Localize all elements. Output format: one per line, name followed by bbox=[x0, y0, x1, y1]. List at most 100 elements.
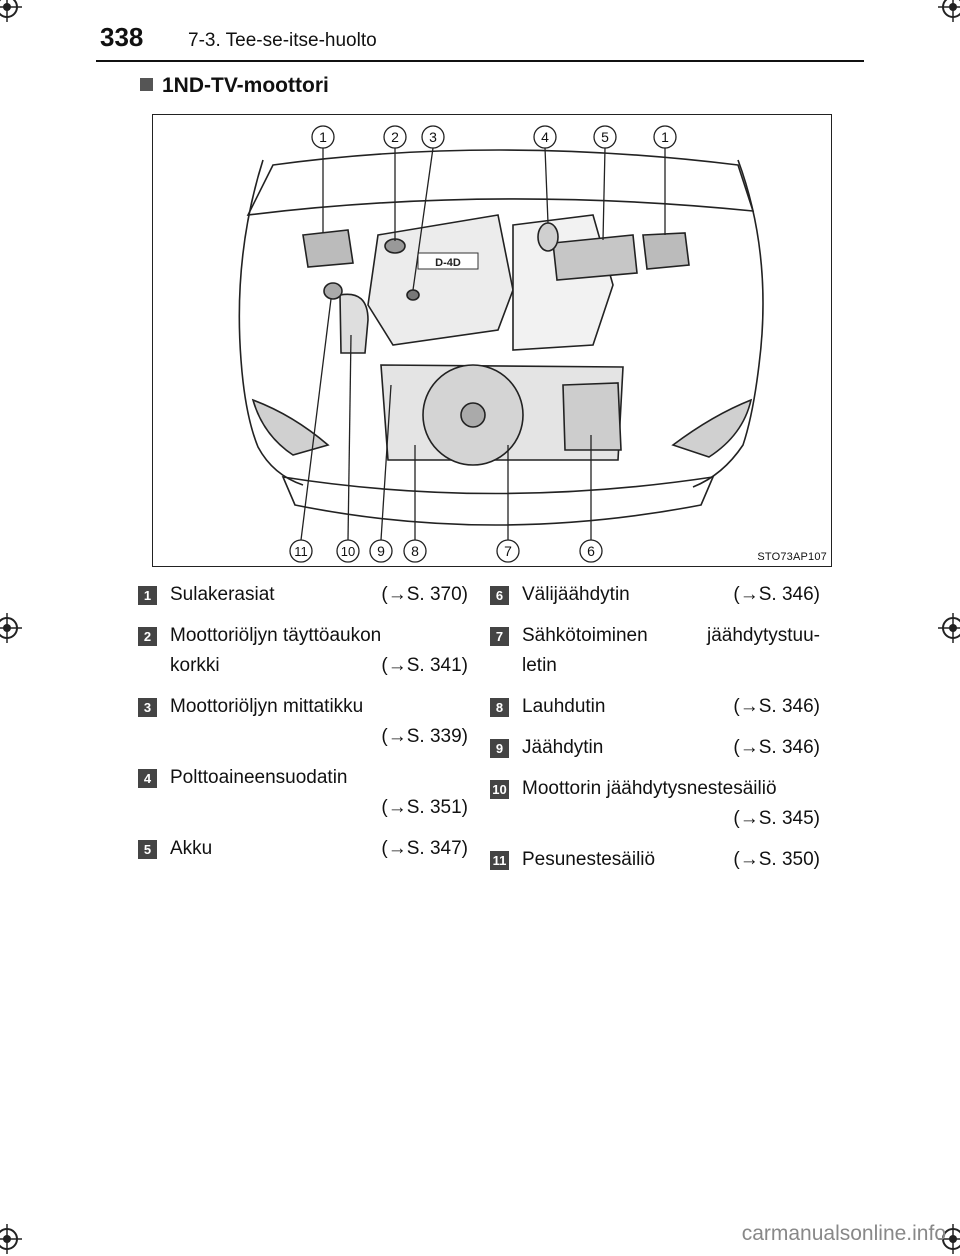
callout-bottom-9: 9 bbox=[369, 539, 393, 563]
engine-bay-figure: D-4D 1 2 3 4 5 1 11 10 9 8 7 6 STO7 bbox=[152, 114, 832, 567]
legend-line: Polttoaineensuodatin bbox=[170, 763, 468, 793]
legend-text: Sähkötoiminen bbox=[522, 625, 648, 646]
callout-top-1: 1 bbox=[311, 125, 335, 149]
legend-item: 8 Lauhdutin (→S. 346) bbox=[490, 692, 820, 722]
intercooler bbox=[562, 382, 622, 451]
engine-bay-illustration: D-4D 1 2 3 4 5 1 11 10 9 8 7 6 bbox=[238, 125, 764, 563]
callout-label: 10 bbox=[341, 544, 355, 559]
legend-item: 4 Polttoaineensuodatin (→S. 351) bbox=[138, 763, 468, 823]
legend-number-badge: 5 bbox=[138, 840, 157, 859]
legend-item: 5 Akku (→S. 347) bbox=[138, 834, 468, 864]
callout-label: 9 bbox=[377, 543, 385, 559]
legend-text: korkki bbox=[170, 655, 220, 676]
callout-top-5: 5 bbox=[593, 125, 617, 149]
legend-number-badge: 4 bbox=[138, 769, 157, 788]
callout-label: 3 bbox=[429, 129, 437, 145]
watermark-link[interactable]: carmanualsonline.info bbox=[741, 1222, 946, 1245]
legend-text: Akku bbox=[170, 838, 213, 859]
figure-code: STO73AP107 bbox=[757, 551, 827, 563]
headlight-right bbox=[671, 398, 753, 458]
legend-line: (→S. 345) bbox=[522, 804, 820, 834]
callout-top-3: 3 bbox=[421, 125, 445, 149]
legend-line: (→S. 351) bbox=[170, 793, 468, 823]
callout-label: 1 bbox=[319, 129, 327, 145]
legend-line: Moottoriöljyn mittatikku bbox=[170, 692, 468, 722]
legend-number-badge: 2 bbox=[138, 627, 157, 646]
legend-text: Pesunestesäiliö bbox=[522, 849, 656, 870]
callout-label: 5 bbox=[601, 129, 609, 145]
legend-line: Akku (→S. 347) bbox=[170, 834, 468, 864]
legend-text: Moottoriöljyn täyttöaukon bbox=[170, 625, 382, 646]
subheading-text: 1ND-TV-moottori bbox=[162, 74, 329, 97]
callout-label: 7 bbox=[504, 543, 512, 559]
fuse-box-right bbox=[642, 232, 690, 270]
legend-text: Jäähdytin bbox=[522, 737, 604, 758]
legend-page-ref: (→S. 345) bbox=[733, 808, 820, 829]
square-bullet-icon bbox=[140, 78, 153, 91]
washer-reservoir bbox=[323, 282, 343, 300]
callout-bottom-7: 7 bbox=[496, 539, 520, 563]
registration-mark-icon bbox=[0, 0, 22, 22]
callout-bottom-10: 10 bbox=[336, 539, 360, 563]
callout-top-6: 1 bbox=[653, 125, 677, 149]
legend-line: (→S. 339) bbox=[170, 722, 468, 752]
legend-line: Pesunestesäiliö(→S. 350) bbox=[522, 845, 820, 875]
registration-mark-icon bbox=[938, 1224, 960, 1254]
bumper-outline bbox=[281, 475, 715, 526]
oil-dipstick bbox=[406, 289, 420, 301]
legend-text: Välijäähdytin bbox=[522, 584, 630, 605]
legend-line: letin bbox=[522, 651, 820, 681]
legend-page-ref: (→S. 346) bbox=[733, 696, 820, 717]
legend-number-badge: 8 bbox=[490, 698, 509, 717]
callout-label: 1 bbox=[661, 129, 669, 145]
legend-text: Lauhdutin bbox=[522, 696, 606, 717]
callout-top-4: 4 bbox=[533, 125, 557, 149]
legend-line: Sulakerasiat(→S. 370) bbox=[170, 580, 468, 610]
body-right-outline bbox=[692, 159, 764, 488]
legend-page-ref: (→S. 346) bbox=[733, 737, 820, 758]
legend-page-ref: (→S. 351) bbox=[381, 797, 468, 818]
legend-number-badge: 9 bbox=[490, 739, 509, 758]
legend-line: Välijäähdytin(→S. 346) bbox=[522, 580, 820, 610]
legend-left-column: 1 Sulakerasiat(→S. 370) 2 Moottoriöljyn täy… bbox=[138, 580, 468, 875]
callout-top-2: 2 bbox=[383, 125, 407, 149]
legend-line: Sähkötoiminen jäähdytystuu- bbox=[522, 621, 820, 651]
d4d-badge-text: D-4D bbox=[435, 257, 461, 269]
callout-label: 6 bbox=[587, 543, 595, 559]
legend-line: Jäähdytin (→S. 346) bbox=[522, 733, 820, 763]
cooling-fan-hub bbox=[460, 402, 486, 428]
coolant-reservoir bbox=[339, 293, 369, 354]
legend-text: Moottoriöljyn mittatikku bbox=[170, 696, 364, 717]
subheading: 1ND-TV-moottori bbox=[140, 74, 329, 98]
legend-item: 9 Jäähdytin (→S. 346) bbox=[490, 733, 820, 763]
page-number: 338 bbox=[100, 22, 144, 52]
legend-line: korkki(→S. 341) bbox=[170, 651, 468, 681]
callout-bottom-6: 6 bbox=[579, 539, 603, 563]
legend-text: Moottorin jäähdytysnestesäiliö bbox=[522, 778, 777, 799]
legend-text: letin bbox=[522, 655, 557, 676]
legend-page-ref: (→S. 370) bbox=[381, 584, 468, 605]
legend-page-ref: jäähdytystuu- bbox=[706, 625, 820, 646]
fuel-filter bbox=[537, 222, 559, 252]
legend-number-badge: 1 bbox=[138, 586, 157, 605]
hood-outline bbox=[246, 149, 755, 216]
legend-line: Moottorin jäähdytysnestesäiliö bbox=[522, 774, 820, 804]
body-left-outline bbox=[238, 159, 304, 486]
legend-line: Moottoriöljyn täyttöaukon bbox=[170, 621, 468, 651]
registration-mark-icon bbox=[0, 613, 22, 643]
legend-line: Lauhdutin (→S. 346) bbox=[522, 692, 820, 722]
header-divider bbox=[96, 60, 864, 62]
legend-item: 1 Sulakerasiat(→S. 370) bbox=[138, 580, 468, 610]
legend-page-ref: (→S. 347) bbox=[381, 838, 468, 859]
legend-item: 2 Moottoriöljyn täyttöaukon korkki(→S. 341… bbox=[138, 621, 468, 681]
engine-block bbox=[512, 214, 614, 351]
battery bbox=[552, 234, 638, 281]
headlight-left bbox=[251, 398, 330, 456]
legend-page-ref: (→S. 339) bbox=[381, 726, 468, 747]
callout-label: 11 bbox=[294, 544, 308, 559]
